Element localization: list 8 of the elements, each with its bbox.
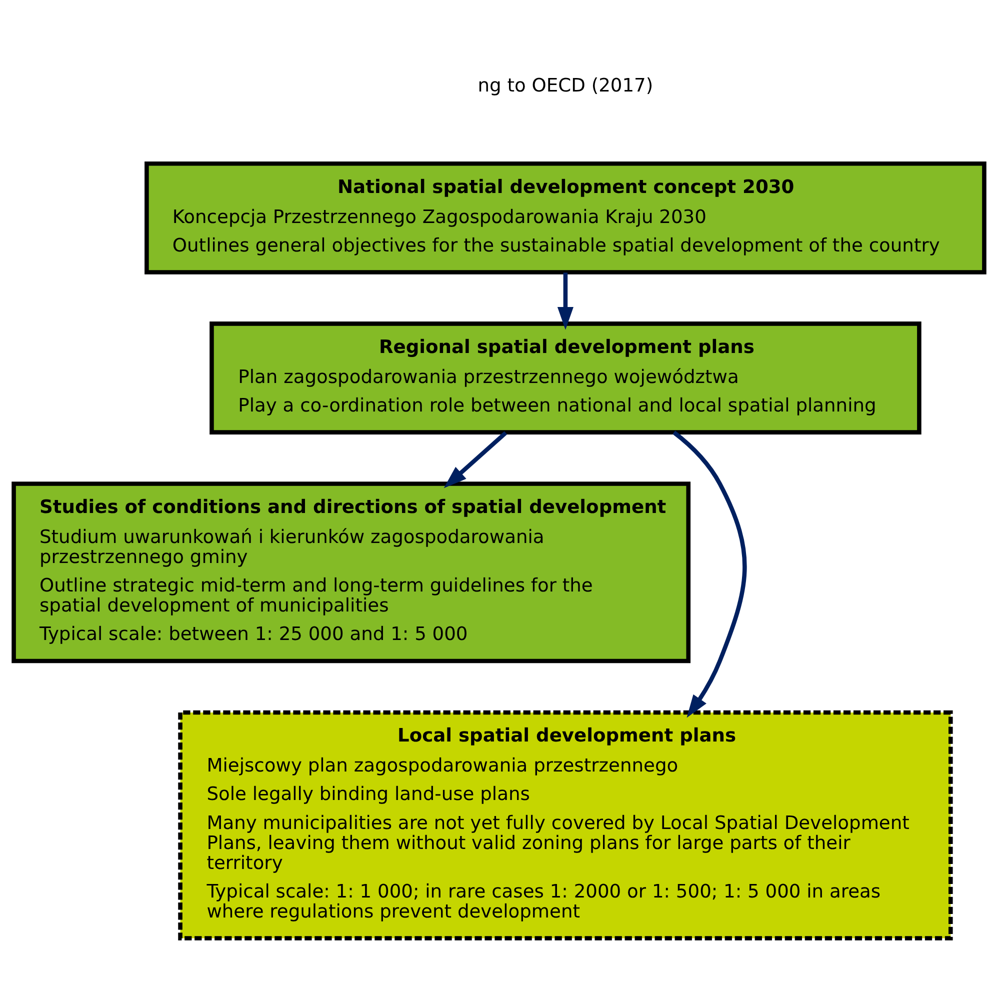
node-box: Studies of conditions and directions of spatial development Studium uwarunkowań i kierunków zagospodarowania przestrzennego gminy Outline strategic mid-term and long-term guidelines for the spatial development of municipalities Typical scale: between 1: 25 000 and 1: 5 000 bbox=[12, 482, 691, 664]
arrow bbox=[444, 431, 508, 488]
arrow bbox=[672, 430, 747, 718]
node-box: Regional spatial development plans Plan zagospodarowania przestrzennego województwa Play a co-ordination role between national and local spatial planning bbox=[210, 322, 922, 434]
label: ng to OECD (2017) bbox=[478, 75, 654, 96]
arrow bbox=[557, 272, 574, 330]
node-box: National spatial development concept 2030 Koncepcja Przestrzennego Zagospodarowania Kraju 2030 Outlines general objectives for the sustainable spatial development of the country bbox=[144, 161, 986, 274]
node-box: Local spatial development plans Miejscowy plan zagospodarowania przestrzennego Sole legally binding land-use plans Many municipalities are not yet fully covered by Local Spatial Development Plans, leaving them without valid zoning plans for large parts of their territory Typical scale: 1: 1 000; in rare cases 1: 2000 or 1: 500; 1: 5 000 in areas where regulations prevent development bbox=[178, 710, 953, 940]
